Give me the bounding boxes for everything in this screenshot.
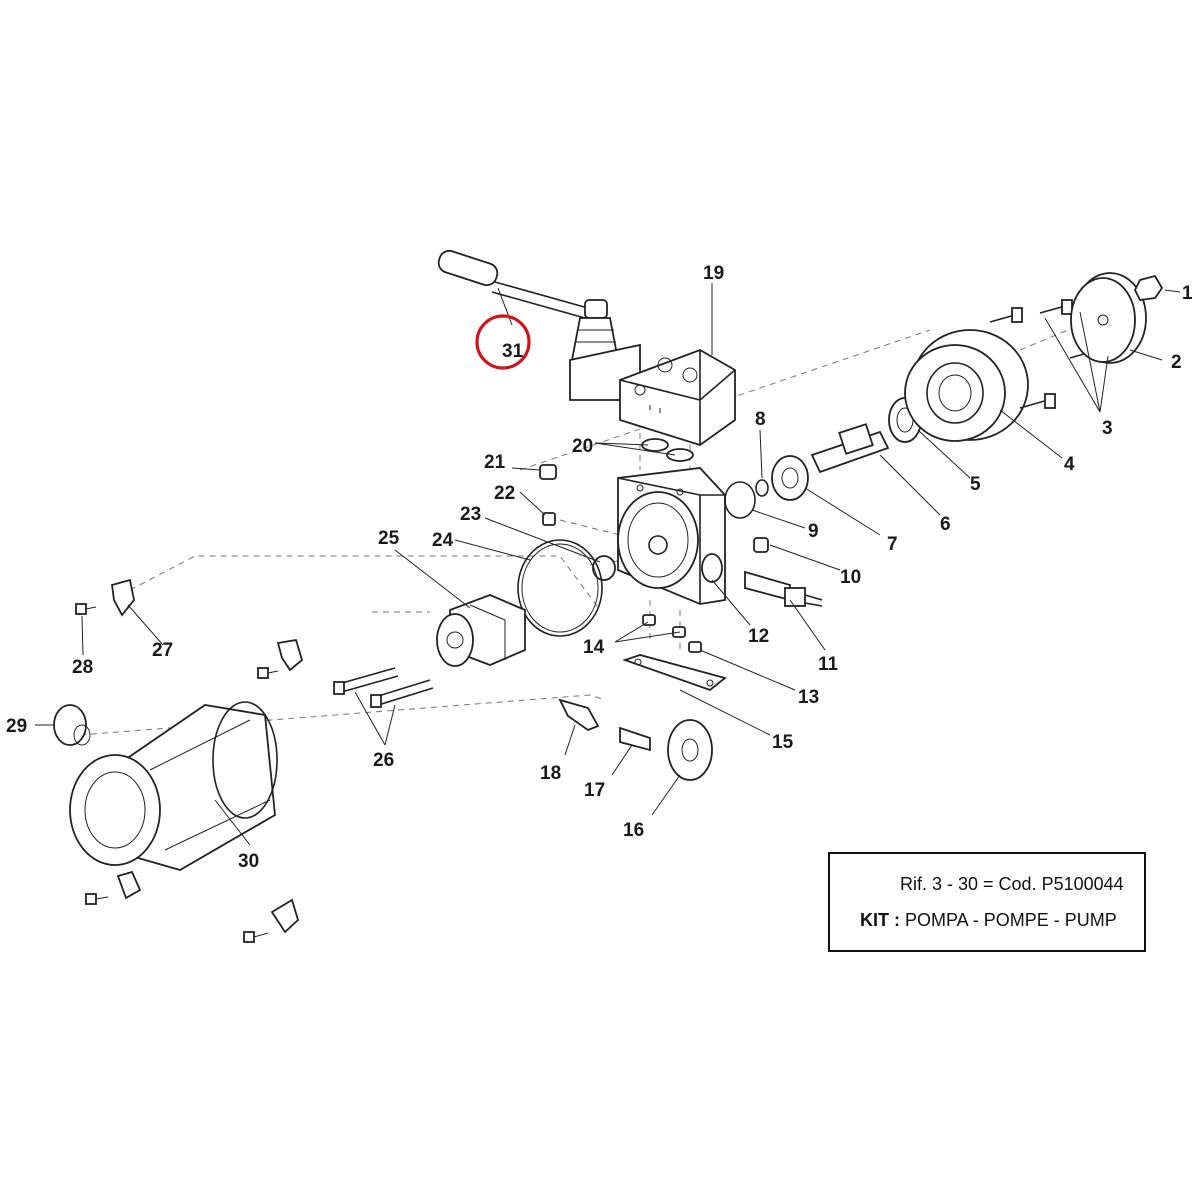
ring-23-part <box>592 555 616 581</box>
callout-21: 21 <box>484 452 506 473</box>
callout-16: 16 <box>623 820 644 841</box>
tank-30-part <box>69 701 278 871</box>
screws-28-part <box>75 603 279 943</box>
shaft-6-part <box>810 423 890 474</box>
washer-16-part <box>667 719 713 781</box>
oring-20b-part <box>666 448 694 462</box>
callout-14: 14 <box>583 637 605 658</box>
assembly-axis-27 <box>129 555 601 611</box>
bolts-26-part <box>333 667 434 708</box>
nut-14a-part <box>642 614 656 626</box>
plug-10-part <box>753 537 769 553</box>
bearing-7-part <box>771 455 809 501</box>
callout-23: 23 <box>460 504 481 525</box>
valve-block-part <box>569 343 736 446</box>
callout-15: 15 <box>772 732 794 753</box>
assembly-axis-29 <box>79 694 606 736</box>
legend-kit-line: KIT : POMPA - POMPE - PUMP <box>860 910 1117 931</box>
callout-5: 5 <box>970 474 981 495</box>
callout-26: 26 <box>373 750 394 771</box>
elbow-18-part <box>558 698 600 732</box>
callout-30: 30 <box>238 851 259 872</box>
pump-body-part <box>617 467 726 605</box>
callout-24: 24 <box>432 530 454 551</box>
gear-pump-part <box>436 594 526 667</box>
callout-20: 20 <box>572 436 593 457</box>
callout-1: 1 <box>1182 283 1193 304</box>
callout-19: 19 <box>703 263 724 284</box>
nut-13-part <box>688 641 702 653</box>
legend-ref-text: Rif. 3 - 30 = Cod. <box>900 874 1037 894</box>
callout-17: 17 <box>584 780 605 801</box>
callout-31: 31 <box>502 341 524 362</box>
callout-11: 11 <box>818 654 839 675</box>
plug-21-part <box>539 464 557 480</box>
plug-22-part <box>542 512 556 526</box>
callout-18: 18 <box>540 763 561 784</box>
leader-lines <box>35 283 1181 846</box>
plate-15-part <box>622 654 727 692</box>
callout-2: 2 <box>1171 352 1182 373</box>
callout-10: 10 <box>840 567 861 588</box>
circlip-9-part <box>724 481 756 519</box>
oring-24-part <box>517 539 603 637</box>
fitting-11-part <box>744 570 823 607</box>
legend-ref-line: Rif. 3 - 30 = Cod. P5100044 <box>900 874 1124 895</box>
lever-handle-part <box>437 249 620 361</box>
callout-29: 29 <box>6 716 27 737</box>
legend-kit-text: POMPA - POMPE - PUMP <box>905 910 1117 930</box>
nut-1-part <box>1133 274 1164 301</box>
highlight-circle-31 <box>475 314 531 370</box>
callout-8: 8 <box>755 409 766 430</box>
callout-13: 13 <box>798 687 819 708</box>
pulley-2-part <box>1070 272 1147 364</box>
legend-ref-code: P5100044 <box>1041 874 1124 894</box>
callout-28: 28 <box>72 657 93 678</box>
callout-6: 6 <box>940 514 951 535</box>
callout-9: 9 <box>808 521 819 542</box>
fitting-17-part <box>619 726 651 752</box>
callout-22: 22 <box>494 483 515 504</box>
callout-25: 25 <box>378 528 400 549</box>
kit-legend-box: Rif. 3 - 30 = Cod. P5100044 KIT : POMPA … <box>828 852 1146 952</box>
callout-3: 3 <box>1102 418 1113 439</box>
legend-kit-label: KIT : <box>860 910 900 930</box>
callout-27: 27 <box>152 640 173 661</box>
callout-7: 7 <box>887 534 898 555</box>
callout-4: 4 <box>1064 454 1075 475</box>
circlip-8-part <box>755 479 769 497</box>
callout-12: 12 <box>748 626 769 647</box>
flange-4-part <box>904 329 1029 442</box>
cap-29-part <box>53 704 91 746</box>
